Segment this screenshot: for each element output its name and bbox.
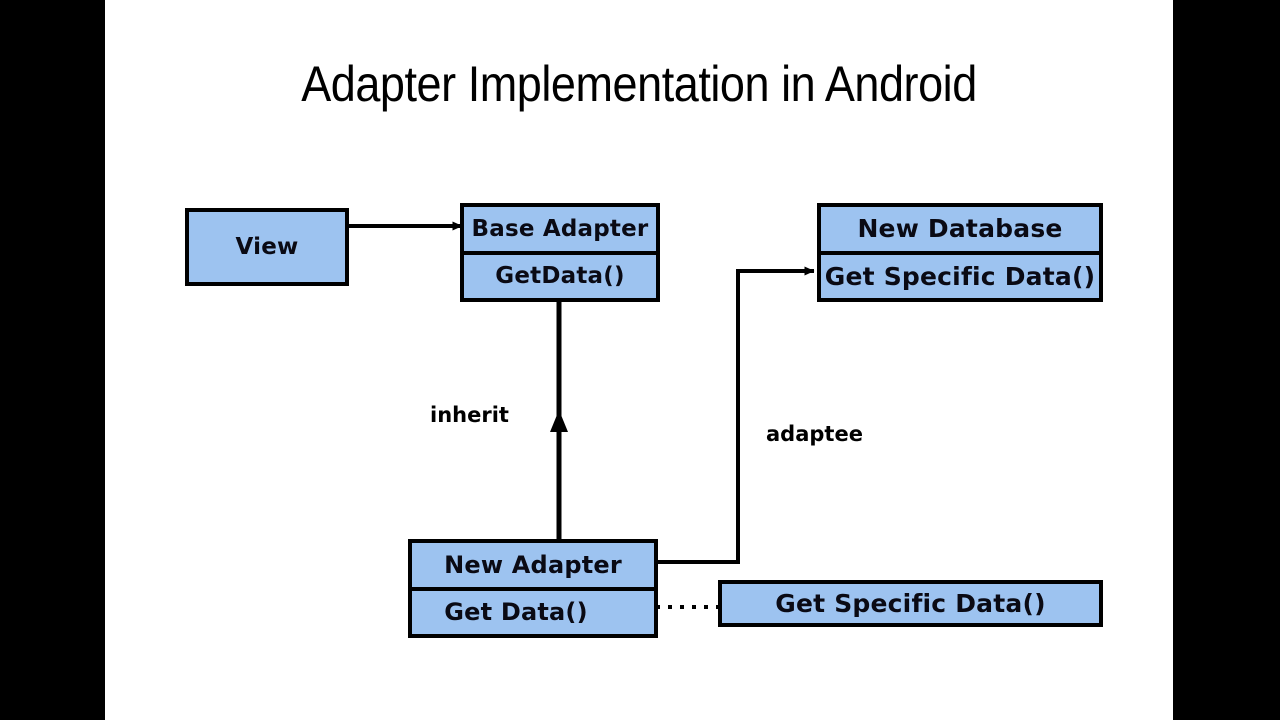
uml-box-get-specific-data-title: Get Specific Data() [775, 589, 1046, 618]
slide-title: Adapter Implementation in Android [301, 56, 977, 112]
edge-label-adaptee: adaptee [766, 422, 863, 446]
uml-box-get-specific-data[interactable]: Get Specific Data() [718, 580, 1103, 627]
uml-box-base-adapter[interactable]: Base Adapter GetData() [460, 203, 660, 302]
pillarbox-left [0, 0, 105, 720]
slide-canvas: Adapter Implementation in Android View [105, 0, 1173, 720]
edge-label-inherit: inherit [430, 403, 509, 427]
uml-box-new-database-title: New Database [857, 214, 1063, 244]
edge-inherit-arrowhead [550, 410, 568, 432]
uml-box-new-adapter-title: New Adapter [444, 550, 622, 579]
edge-adaptee [658, 266, 815, 564]
uml-box-base-adapter-method-getdata: GetData() [464, 250, 656, 299]
uml-box-new-database-method-get-specific-data: Get Specific Data() [821, 250, 1099, 299]
uml-box-new-adapter-method-get-data: Get Data() [412, 586, 654, 635]
uml-box-new-database[interactable]: New Database Get Specific Data() [817, 203, 1103, 302]
uml-box-new-adapter[interactable]: New Adapter Get Data() [408, 539, 658, 638]
pillarbox-right [1173, 0, 1280, 720]
uml-box-view-title: View [235, 234, 299, 260]
uml-box-base-adapter-title: Base Adapter [471, 215, 649, 242]
uml-box-view[interactable]: View [185, 208, 349, 286]
